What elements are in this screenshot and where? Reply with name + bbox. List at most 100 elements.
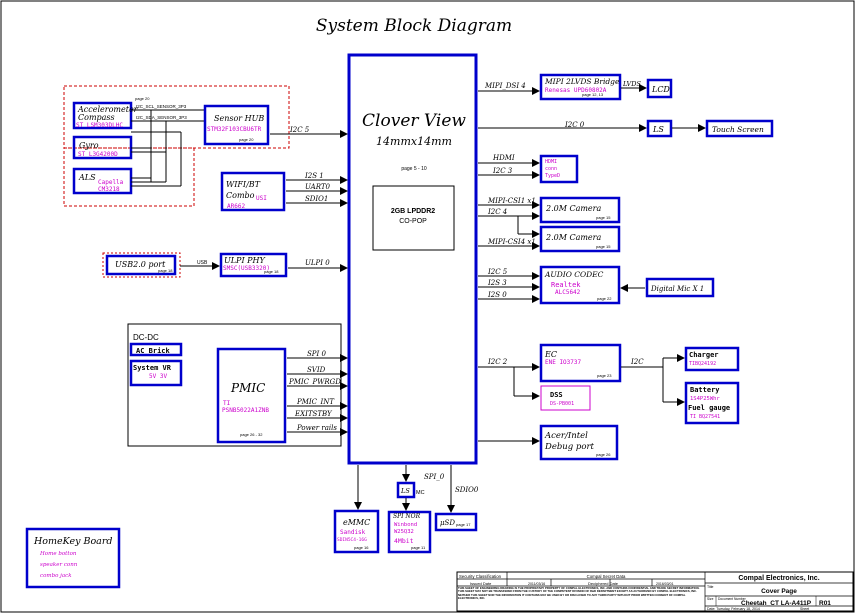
tb-date: Date: Tuesday, February 18, 2014 — [707, 607, 760, 611]
ulpi-link-label: ULPI 0 — [305, 259, 330, 267]
pmic-page: page 26 - 32 — [240, 432, 263, 437]
hdmi-conn-1: HDMI — [545, 159, 557, 165]
tb-company: Compal Electronics, Inc. — [738, 575, 819, 582]
bus-scl-label: I2C_SCL_SENSOR_3P3 — [136, 104, 187, 109]
soc-block — [347, 53, 478, 465]
tb-deciph: Deciphered Date — [588, 581, 619, 586]
als-part1: Capella — [98, 179, 124, 186]
emmc-block — [333, 509, 380, 554]
bridge-page: page 12, 13 — [582, 92, 604, 97]
ls-spi-label: LS — [400, 487, 410, 495]
ec-part: ENE IO3737 — [545, 359, 582, 366]
ec-block — [539, 343, 622, 383]
touch-screen-label: Touch Screen — [712, 125, 764, 134]
hdmi-conn-block — [539, 154, 579, 184]
usd-page: page 17 — [456, 522, 471, 527]
spi0-label: SPI_0 — [424, 473, 445, 481]
pmic-label: PMIC — [230, 381, 265, 395]
i2c0-label: I2C 0 — [564, 121, 585, 129]
dss-part: DS-PB001 — [550, 401, 574, 407]
ls-touch-block — [646, 119, 673, 138]
sensor-hub-block — [203, 104, 270, 146]
lvds-label: LVDS — [622, 80, 641, 88]
i2c3-label: I2C 3 — [492, 167, 513, 175]
system-vr-block — [129, 359, 183, 387]
tb-sheet: Sheet — [800, 607, 809, 611]
tb-deciph-val: 2016/03/01 — [656, 582, 674, 586]
hdmi-label: HDMI — [492, 154, 515, 162]
emmc-part1: Sandisk — [340, 529, 366, 536]
usb-link-label: USB — [197, 260, 208, 266]
charger-part: TIBQ24192 — [689, 361, 716, 367]
usb-port-page: page 18 — [158, 268, 173, 273]
audio-bus-i2s0: I2S 0 — [487, 291, 507, 299]
csi1-label: MIPI-CSI1 x1 — [487, 197, 536, 205]
soc-size: 14mmx14mm — [376, 135, 452, 148]
diagram-title: System Block Diagram — [316, 16, 512, 36]
pmic-block — [216, 347, 287, 444]
battery-label: Battery — [690, 386, 720, 394]
pmic-part1: TI — [223, 400, 231, 407]
memory-line1: 2GB LPDDR2 — [391, 208, 435, 215]
i2c2-label: I2C 2 — [487, 358, 508, 366]
sensor-page: page 20 — [135, 96, 150, 101]
memory-block — [372, 185, 455, 251]
hdmi-conn-3: TypeD — [545, 173, 560, 179]
homekey-item-home: Home botton — [39, 551, 77, 557]
sdio0-label: SDIO0 — [455, 486, 479, 494]
i2c4-label: I2C 4 — [487, 208, 507, 216]
tb-size: Size — [707, 597, 714, 601]
als-block — [72, 167, 133, 195]
title-block — [456, 571, 854, 612]
charger-block — [684, 346, 740, 372]
sensor-hub-label: Sensor HUB — [214, 114, 264, 123]
wifi-bus-uart0: UART0 — [305, 183, 331, 191]
usb-port-label: USB2.0 port — [115, 260, 166, 269]
gyro-part: ST L3G4200D — [78, 151, 118, 158]
ec-page: page 23 — [597, 373, 612, 378]
homekey-item-combo: combo jack — [40, 573, 72, 579]
tb-secret: Compal Secret Data — [587, 574, 626, 579]
lcd-block — [646, 78, 673, 99]
ls-spi-block — [396, 481, 416, 499]
ulpi-phy-label: ULPI PHY — [224, 256, 266, 265]
camera1-block — [539, 196, 621, 224]
tb-security: Security Classification — [459, 574, 502, 579]
sensor-group-outline-lower — [63, 147, 195, 207]
camera1-label: 2.0M Camera — [545, 204, 601, 213]
usd-label: μSD — [440, 519, 455, 527]
lvds-bridge-block — [539, 73, 622, 101]
tb-issued-val: 2011/03/16 — [528, 582, 545, 586]
bridge-part: Renesas UPD60802A — [545, 87, 607, 94]
digital-mic-block — [645, 277, 715, 298]
soc-page: page 5 - 10 — [401, 166, 427, 172]
camera2-block — [539, 225, 621, 253]
codec-part1: Realtek — [551, 281, 581, 289]
soc-name: Clover View — [362, 111, 466, 131]
dss-block — [540, 385, 591, 411]
audio-bus-i2s3: I2S 3 — [487, 279, 507, 287]
debug-label2: Debug port — [544, 442, 595, 452]
mipi-dsi-label: MIPI_DSI 4 — [484, 82, 526, 90]
camera2-label: 2.0M Camera — [545, 233, 601, 242]
spi-nor-part1: Winbond — [394, 522, 417, 528]
audio-codec-block — [539, 265, 621, 305]
memory-line2: CO-POP — [399, 218, 427, 225]
touch-screen-block — [705, 119, 774, 138]
emmc-page: page 16 — [354, 545, 369, 550]
tb-rev: R01 — [819, 600, 831, 607]
wifi-part1: USI — [256, 195, 267, 202]
ec-label: EC — [544, 350, 557, 359]
dss-label: DSS — [550, 391, 563, 399]
ac-brick-label: AC Brick — [136, 347, 171, 355]
usb-port-outline — [102, 252, 181, 278]
pmic-part2: PSNB5022A1ZNB — [222, 407, 269, 414]
sensor-hub-page: page 20 — [239, 137, 254, 142]
spi-nor-part2: W25Q32 — [394, 529, 414, 535]
lcd-label: LCD — [651, 85, 670, 94]
tb-issued: Issued Date — [470, 581, 492, 586]
dcdc-title: DC-DC — [133, 333, 159, 342]
charger-label: Charger — [689, 351, 719, 359]
